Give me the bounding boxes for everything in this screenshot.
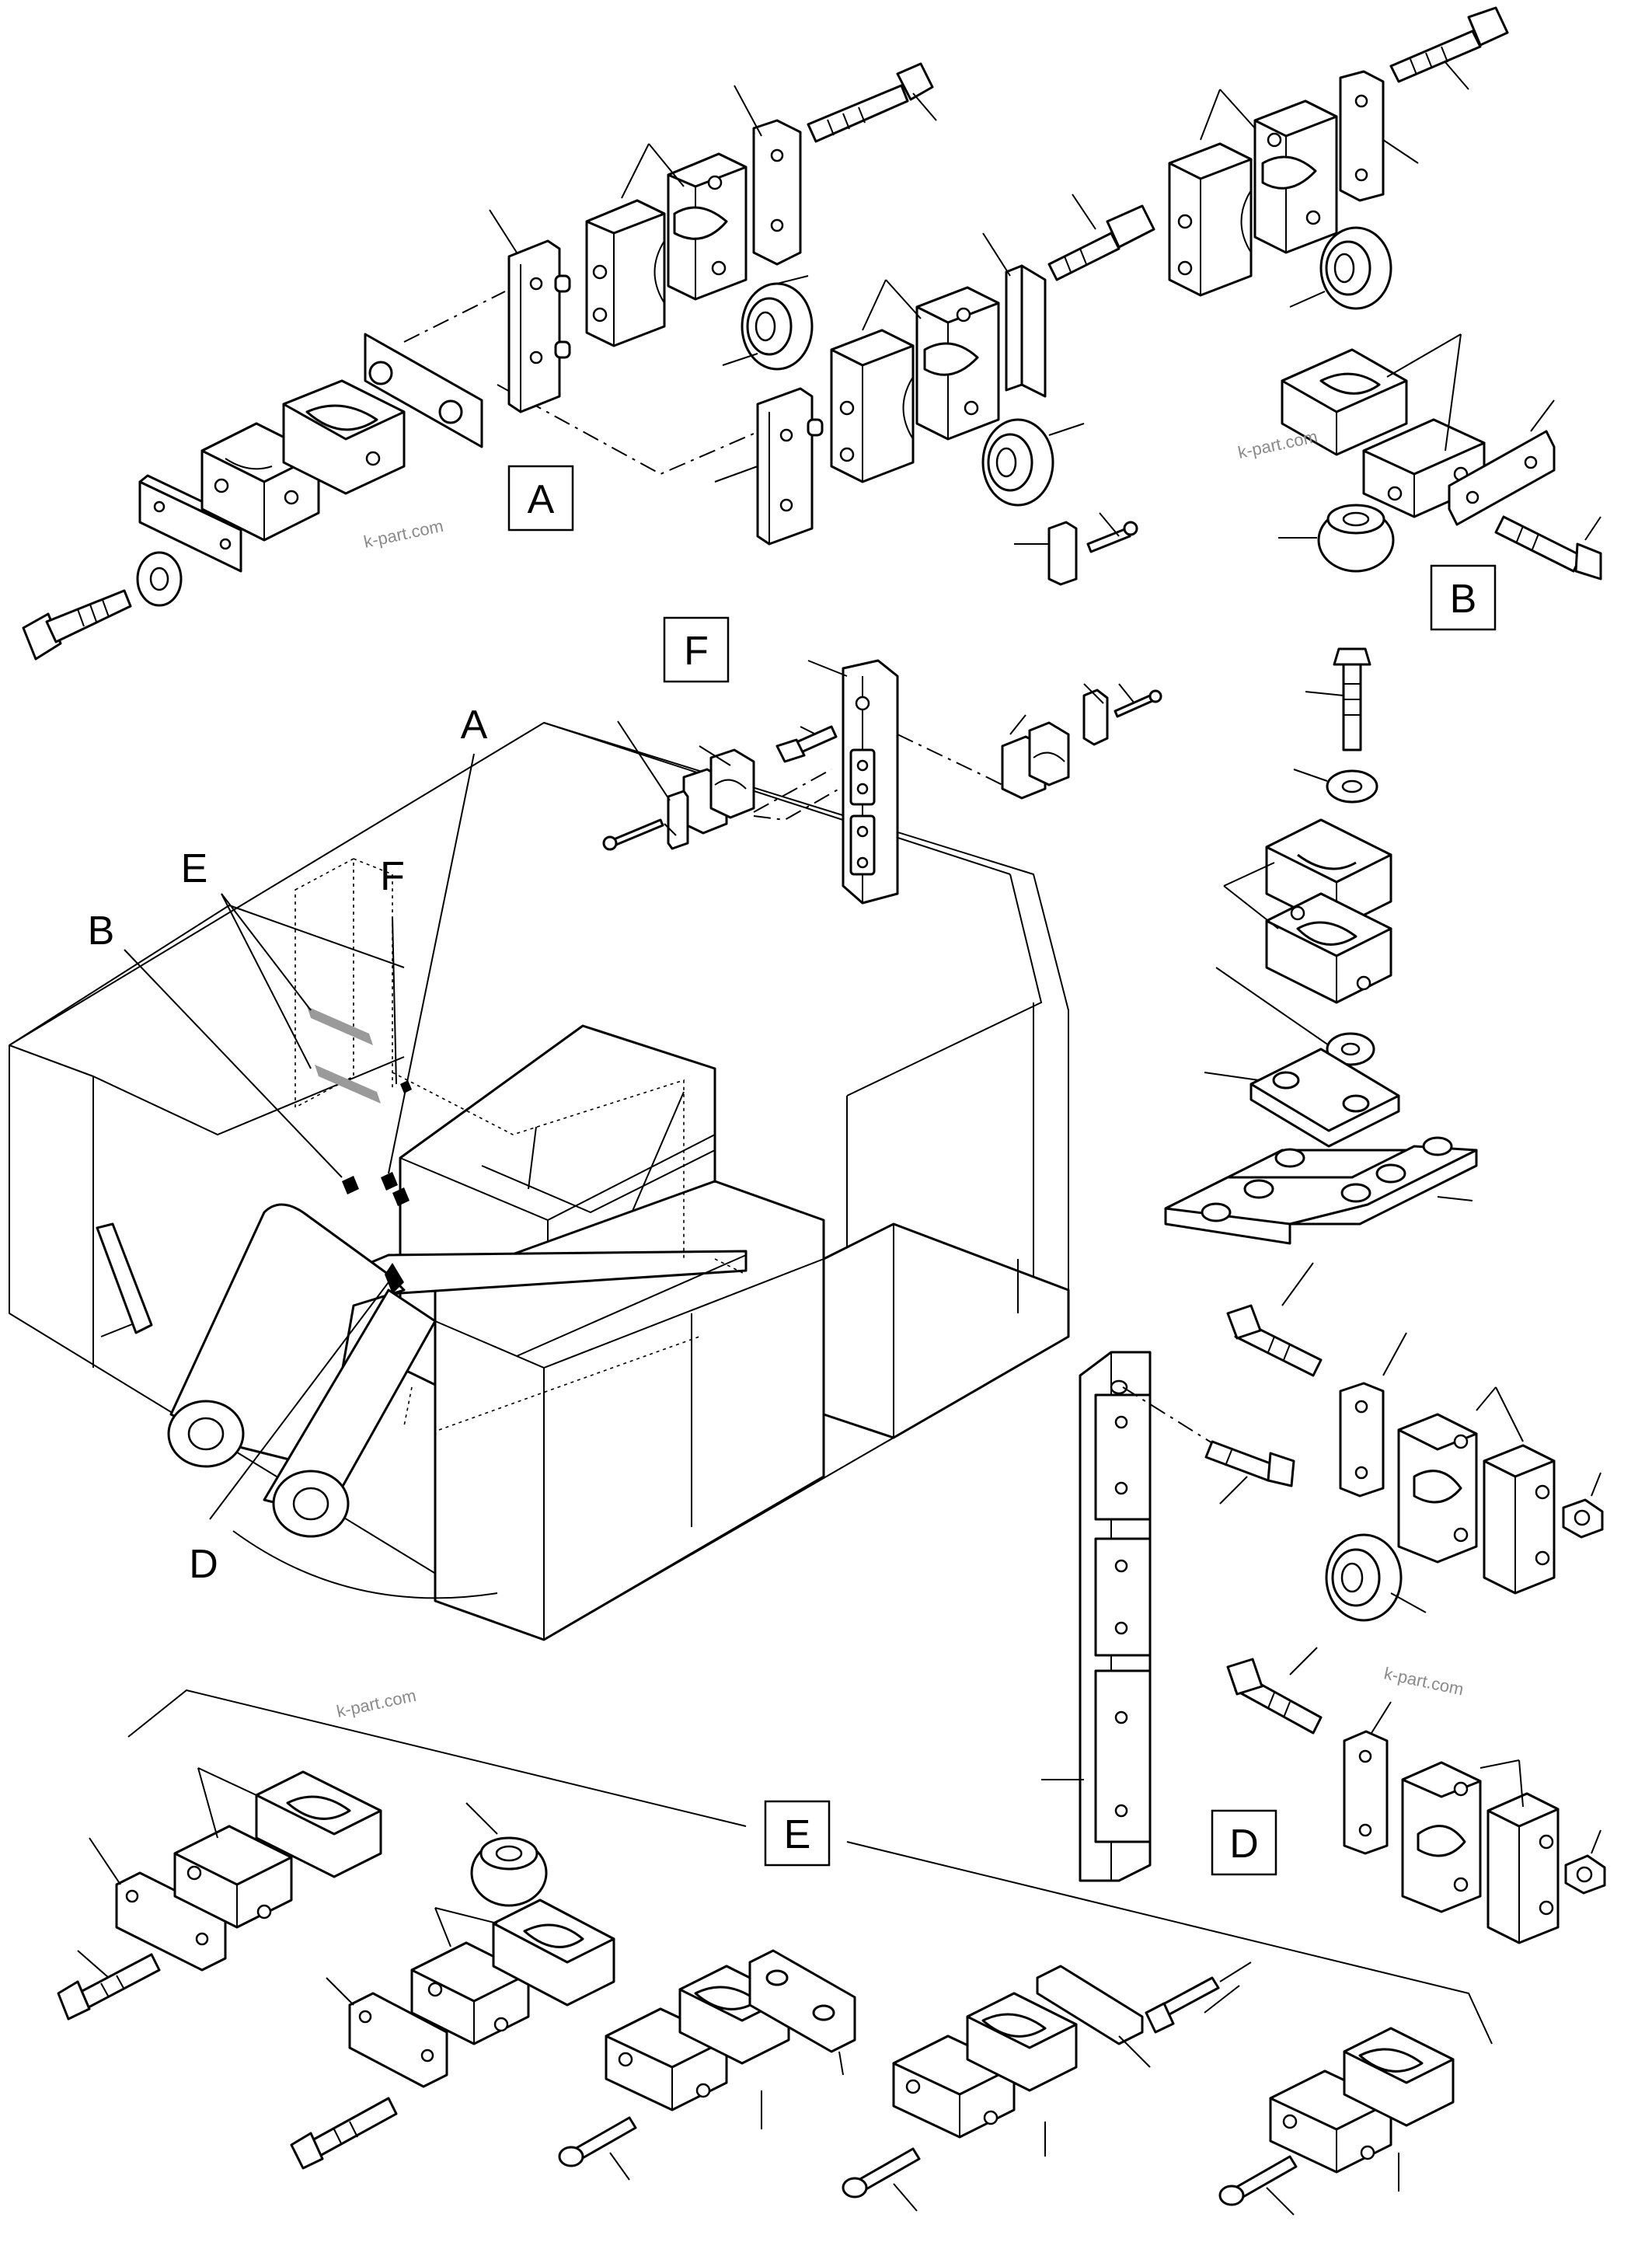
group-d-nut-upper bbox=[1562, 1472, 1604, 1539]
group-d-clamp-upper bbox=[1397, 1386, 1556, 1595]
group-e-screw-2 bbox=[842, 2147, 921, 2212]
label-box-f: F bbox=[663, 616, 730, 683]
group-f-side-clamp bbox=[1001, 714, 1070, 800]
group-a-flat-plate-right bbox=[1339, 70, 1419, 202]
callout-f: F bbox=[380, 854, 405, 899]
location-mark-b bbox=[342, 1176, 359, 1194]
group-e-stud-plate bbox=[748, 1949, 856, 2076]
watermark: k-part.com bbox=[1236, 427, 1319, 462]
group-a-grommet-3 bbox=[1289, 226, 1392, 310]
group-a-clamp-halves-right bbox=[1168, 89, 1338, 297]
group-e-clamp-5 bbox=[1269, 2027, 1455, 2192]
group-d-rail bbox=[1041, 1351, 1152, 1882]
group-b-clamp-halves bbox=[1281, 333, 1486, 518]
group-f-side-plate bbox=[1082, 683, 1109, 746]
location-mark-a1 bbox=[381, 1172, 398, 1191]
group-b-clamp-assembly bbox=[1278, 333, 1602, 581]
watermark: k-part.com bbox=[362, 516, 445, 552]
label-box-a: A bbox=[507, 465, 574, 532]
stack-washer-2 bbox=[1215, 967, 1375, 1066]
label-box-e: E bbox=[764, 1800, 831, 1867]
group-a-stud-plate bbox=[364, 333, 483, 448]
group-e-bolt-1 bbox=[57, 1950, 161, 2021]
group-d-bolt-upper bbox=[1226, 1262, 1323, 1377]
group-d-plate-upper bbox=[1339, 1332, 1407, 1498]
svg-text:E: E bbox=[784, 1812, 811, 1857]
boom-arm bbox=[96, 1203, 498, 1599]
group-e-clamp-assembly bbox=[57, 1689, 1493, 2216]
group-a-clamp-halves-mid bbox=[830, 279, 1000, 483]
group-e-bolt-2 bbox=[290, 2097, 398, 2170]
label-box-b: B bbox=[1430, 564, 1497, 631]
group-b-bolt bbox=[1494, 515, 1602, 581]
group-a-bolt bbox=[22, 589, 132, 661]
machine-body bbox=[9, 722, 1070, 1641]
group-f-small-clamp bbox=[682, 745, 755, 835]
callout-d: D bbox=[189, 1542, 218, 1587]
callout-a: A bbox=[461, 703, 488, 748]
stack-washer bbox=[1293, 769, 1378, 804]
location-mark-a2 bbox=[392, 1187, 410, 1206]
group-e-clamp-4 bbox=[892, 1992, 1078, 2157]
group-b-plate bbox=[1448, 399, 1556, 526]
stack-joined-plates bbox=[1164, 1136, 1478, 1245]
group-d-bolt-lower bbox=[1204, 1440, 1295, 1505]
group-e-screw-1 bbox=[558, 2116, 637, 2181]
watermark: k-part.com bbox=[1382, 1663, 1466, 1699]
group-d-nut-lower bbox=[1564, 1829, 1606, 1895]
group-f-vertical-bar bbox=[807, 659, 899, 905]
group-a-h-bracket bbox=[982, 232, 1047, 398]
group-d-clamp-assembly bbox=[1041, 1262, 1606, 1944]
group-a-upright-plate-2 bbox=[714, 387, 824, 546]
svg-text:F: F bbox=[684, 629, 709, 674]
group-e-grommet bbox=[465, 1802, 548, 1907]
group-d-plate-lower bbox=[1343, 1701, 1392, 1855]
group-e-clamp-2 bbox=[326, 1899, 615, 2088]
group-f-side-screw bbox=[1114, 683, 1162, 718]
group-a-flat-plate bbox=[734, 85, 802, 266]
svg-text:B: B bbox=[1450, 577, 1477, 622]
group-f-small-plate bbox=[617, 720, 689, 850]
group-b-grommet bbox=[1278, 504, 1395, 573]
stack-base-plate bbox=[1204, 1048, 1400, 1148]
bracket-stack-right bbox=[1164, 647, 1478, 1245]
group-a-clamp-halves bbox=[200, 379, 406, 542]
callout-e: E bbox=[181, 846, 208, 891]
group-d-bolt-second bbox=[1226, 1647, 1323, 1735]
group-e-h-bracket bbox=[1036, 1965, 1151, 2068]
group-f-bolt bbox=[775, 725, 838, 763]
svg-text:D: D bbox=[1229, 1822, 1259, 1867]
group-d-clamp-lower bbox=[1401, 1759, 1560, 1944]
group-a-grommet-1 bbox=[722, 275, 814, 371]
location-mark-e2 bbox=[315, 1065, 381, 1104]
stack-bolt bbox=[1305, 647, 1371, 751]
group-d-grommet bbox=[1325, 1533, 1427, 1622]
callout-b: B bbox=[88, 908, 115, 954]
group-a-clamp-assembly bbox=[22, 6, 1509, 661]
group-f-screw bbox=[602, 818, 664, 851]
group-a-bolt-top-right bbox=[1389, 6, 1509, 90]
group-f-bracket-assembly bbox=[602, 659, 1162, 905]
group-e-bolt-3 bbox=[1145, 1961, 1252, 2034]
location-mark-e1 bbox=[307, 1006, 373, 1045]
label-box-d: D bbox=[1211, 1809, 1277, 1876]
watermark: k-part.com bbox=[335, 1686, 418, 1721]
group-a-bolt-top bbox=[807, 62, 937, 143]
stack-clamp-halves bbox=[1223, 818, 1392, 1004]
group-a-clamp-halves-upper bbox=[585, 143, 748, 347]
group-e-clamp-1 bbox=[89, 1767, 382, 1972]
group-a-upright-plate bbox=[489, 209, 571, 413]
group-a-small-bracket bbox=[1014, 512, 1138, 586]
svg-text:A: A bbox=[528, 477, 555, 522]
group-e-screw-3 bbox=[1218, 2155, 1298, 2216]
location-mark-d bbox=[385, 1263, 404, 1294]
group-a-bolt-mid bbox=[1047, 194, 1155, 281]
group-a-grommet-2 bbox=[981, 418, 1085, 507]
